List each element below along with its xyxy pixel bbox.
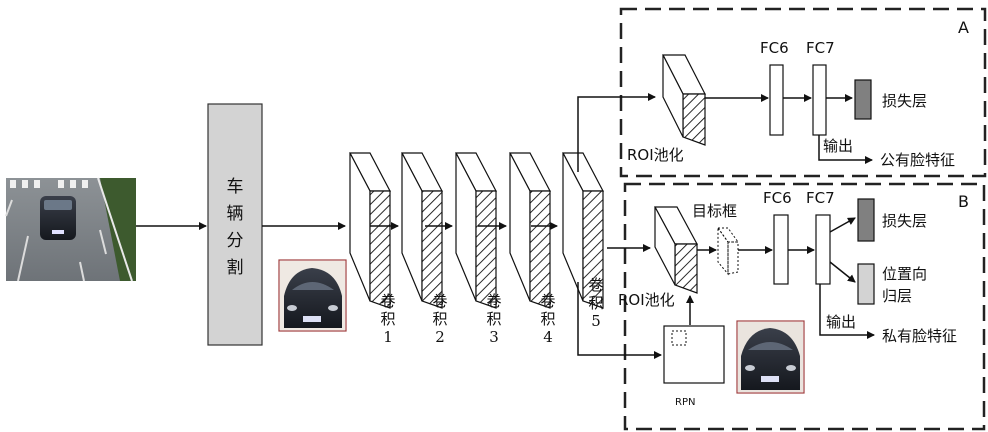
panel-a-label: A <box>958 18 969 37</box>
loss-layer-b-box <box>858 199 874 241</box>
roi-pooling-a-label: ROI池化 <box>627 146 684 164</box>
private-face-feature-label: 私有脸特征 <box>882 327 957 345</box>
loss-layer-a-box <box>855 80 871 119</box>
conv-5-label-2: 积 <box>588 294 603 312</box>
conv-4-label-2: 积 <box>540 310 555 328</box>
conv-layer-3 <box>456 153 496 308</box>
loss-layer-b-label: 损失层 <box>882 212 927 230</box>
arrow-fc7-to-loss-b <box>830 218 855 232</box>
segmented-car-image <box>279 260 346 331</box>
loss-layer-a-label: 损失层 <box>882 92 927 110</box>
conv-layer-2 <box>402 153 442 308</box>
output-b-label: 输出 <box>826 313 856 331</box>
conv-3-label-2: 积 <box>486 310 501 328</box>
output-a-label: 输出 <box>823 137 853 155</box>
conv-layer-4 <box>510 153 550 308</box>
fc7-b-box <box>816 215 830 284</box>
conv-5-label-3: 5 <box>591 312 601 330</box>
conv-2-label-2: 积 <box>432 310 447 328</box>
rpn-box <box>664 326 724 383</box>
conv-4-label-1: 卷 <box>540 292 555 310</box>
segmentation-char-1: 车 <box>227 177 244 197</box>
vehicle-segmentation-box <box>208 104 262 345</box>
rpn-label: RPN <box>675 397 695 408</box>
target-box <box>718 228 738 274</box>
fc6-a-label: FC6 <box>760 39 789 57</box>
conv-1-label-3: 1 <box>383 328 393 346</box>
regression-layer-label-line1: 位置向 <box>882 265 927 283</box>
conv-3-label-1: 卷 <box>486 292 501 310</box>
regression-layer-b-box <box>858 264 874 304</box>
fc6-b-box <box>774 215 788 284</box>
roi-pooling-b-label: ROI池化 <box>618 291 675 309</box>
conv-2-label-1: 卷 <box>432 292 447 310</box>
conv-layer-1 <box>350 153 390 308</box>
fc7-a-label: FC7 <box>806 39 835 57</box>
conv-2-label-3: 2 <box>435 328 445 346</box>
fc7-b-label: FC7 <box>806 189 835 207</box>
fc6-b-label: FC6 <box>763 189 792 207</box>
segmentation-char-4: 割 <box>227 258 244 278</box>
car-face-image <box>737 321 804 393</box>
conv-5-label-1: 卷 <box>588 276 603 294</box>
segmentation-char-2: 辆 <box>227 204 244 224</box>
panel-b-label: B <box>958 192 969 211</box>
public-face-feature-label: 公有脸特征 <box>880 151 955 169</box>
regression-layer-label-line2: 归层 <box>882 287 912 305</box>
conv-1-label-2: 积 <box>380 310 395 328</box>
conv-4-label-3: 4 <box>543 328 553 346</box>
conv-1-label-1: 卷 <box>380 292 395 310</box>
fc7-a-box <box>813 65 826 135</box>
arrow-fc7-to-regression-b <box>830 262 855 282</box>
roi-pooling-a <box>663 55 705 145</box>
target-box-label: 目标框 <box>692 202 737 220</box>
conv-3-label-3: 3 <box>489 328 499 346</box>
roi-pooling-b <box>655 207 697 293</box>
fc6-a-box <box>770 65 783 135</box>
input-traffic-image <box>6 178 136 281</box>
segmentation-char-3: 分 <box>227 231 244 251</box>
